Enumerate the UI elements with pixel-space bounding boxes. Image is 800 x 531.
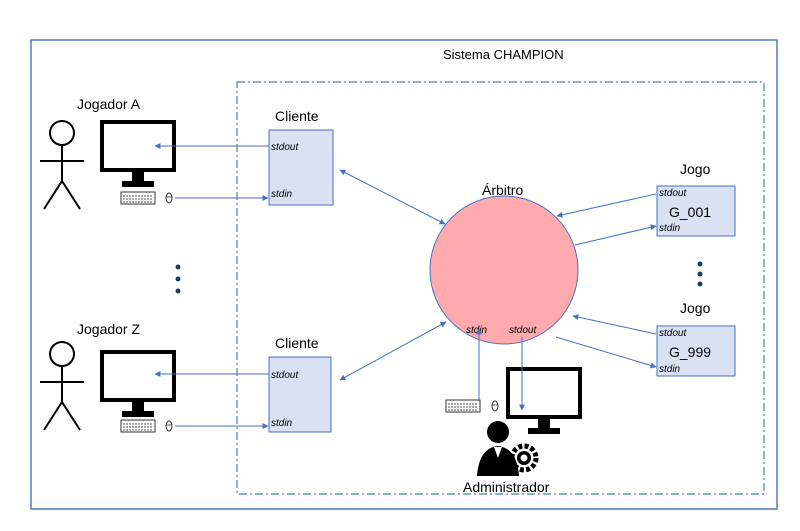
arrow-client2-referee <box>339 321 447 381</box>
game-1-stdout: stdout <box>659 188 687 199</box>
client-1-stdout: stdout <box>271 142 299 153</box>
arrow-game1-to-referee <box>556 193 657 218</box>
monitor-icon <box>506 367 582 436</box>
system-title: Sistema CHAMPION <box>443 47 564 62</box>
game-2-box <box>656 325 736 377</box>
game-2-stdin: stdin <box>659 364 681 375</box>
mouse-icon <box>491 400 499 412</box>
person-icon <box>39 341 85 431</box>
ellipsis-icon <box>697 261 703 287</box>
keyboard-icon <box>120 419 156 433</box>
client-2-box <box>268 356 332 433</box>
system-inner-boundary <box>236 81 765 495</box>
ellipsis-icon <box>175 264 181 294</box>
client-1-label: Cliente <box>275 108 319 124</box>
mouse-icon <box>165 192 173 204</box>
monitor-icon <box>100 350 176 419</box>
referee-stdout: stdout <box>509 325 537 336</box>
arrow-client1-referee <box>339 169 446 225</box>
client-1-box <box>268 129 334 206</box>
admin-label: Administrador <box>463 479 550 495</box>
referee-stdin: stdin <box>466 325 488 336</box>
client-2-label: Cliente <box>275 335 319 351</box>
client-2-stdin: stdin <box>271 418 293 429</box>
arrow-referee-to-game2 <box>555 336 657 369</box>
referee-circle <box>429 195 579 345</box>
game-2-id: G_999 <box>669 344 711 360</box>
client-2-stdout: stdout <box>271 370 299 381</box>
keyboard-icon <box>120 191 156 205</box>
arrow-referee-to-game1 <box>574 224 657 246</box>
game-1-box <box>656 185 736 237</box>
game-2-stdout: stdout <box>659 328 687 339</box>
game-2-label: Jogo <box>680 300 711 316</box>
admin-gear-icon <box>477 421 539 476</box>
game-1-stdin: stdin <box>659 223 681 234</box>
system-boundary <box>30 39 778 510</box>
keyboard-icon <box>445 399 481 413</box>
arrow-game2-to-referee <box>572 314 657 335</box>
player-a-label: Jogador A <box>77 96 141 112</box>
mouse-icon <box>165 420 173 432</box>
game-1-label: Jogo <box>680 161 711 177</box>
client-1-stdin: stdin <box>271 189 293 200</box>
person-icon <box>39 120 85 210</box>
game-1-id: G_001 <box>669 204 711 220</box>
referee-label: Árbitro <box>482 182 523 198</box>
monitor-icon <box>100 120 176 189</box>
player-z-label: Jogador Z <box>77 321 140 337</box>
